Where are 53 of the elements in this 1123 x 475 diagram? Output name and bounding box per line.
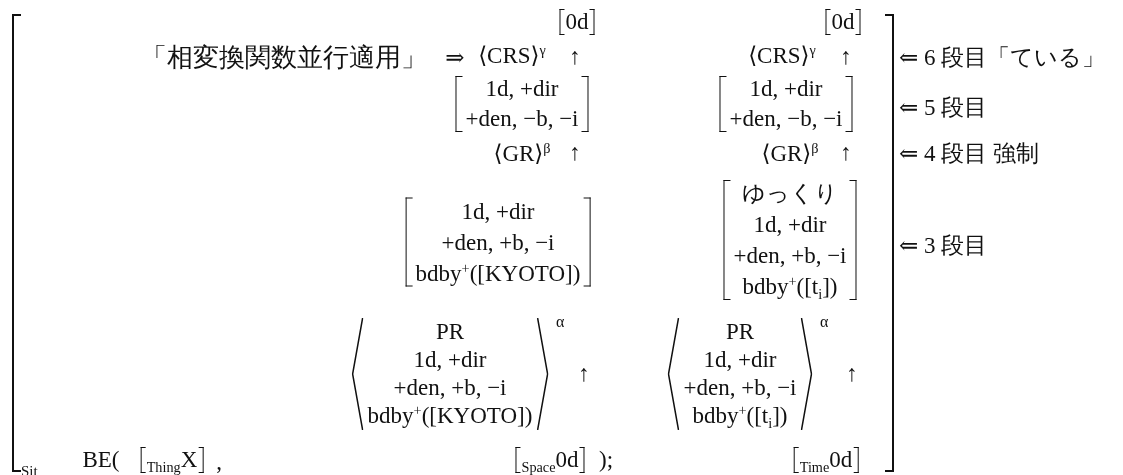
bracket-matrix bbox=[140, 445, 204, 475]
superscript-text: α bbox=[556, 312, 565, 332]
feature-text: 0d bbox=[565, 8, 589, 36]
feature-text: +den, −b, −i bbox=[729, 105, 843, 133]
formula-text: ⟨CRS⟩$^{γ}$ bbox=[748, 42, 816, 68]
formula-text: ↑ bbox=[578, 361, 590, 386]
bracket-matrix bbox=[719, 74, 853, 134]
feature-text: PR bbox=[725, 318, 755, 346]
feature-text: ゆっくり bbox=[742, 180, 838, 208]
formula-text: ⇐ 6 段目「ている」 bbox=[899, 44, 1106, 70]
formula-text: BE( bbox=[82, 447, 120, 472]
feature-text: +den, +b, −i bbox=[393, 374, 507, 402]
feature-text: $_{Thing}$X bbox=[146, 446, 198, 475]
feature-text: bdby$^{+}$([t$_{i}$]) bbox=[692, 402, 788, 430]
feature-text: 1d, +dir bbox=[749, 75, 823, 103]
formula-text: , bbox=[216, 449, 222, 474]
feature-text: +den, +b, −i bbox=[683, 374, 797, 402]
feature-text: PR bbox=[435, 318, 465, 346]
feature-text: 1d, +dir bbox=[413, 346, 487, 374]
feature-text: 0d bbox=[831, 8, 855, 36]
feature-text: $_{Space}$0d bbox=[521, 446, 579, 475]
feature-text: $_{Time}$0d bbox=[799, 446, 853, 475]
bracket-matrix bbox=[825, 7, 861, 37]
feature-text: bdby$^{+}$([t$_{i}$]) bbox=[742, 272, 838, 302]
bracket-matrix bbox=[515, 445, 585, 475]
formula-text: ⟨GR⟩$^{β}$ bbox=[493, 140, 551, 166]
feature-text: 1d, +dir bbox=[461, 197, 535, 226]
feature-text: 1d, +dir bbox=[485, 75, 559, 103]
feature-text: bdby$^{+}$([KYOTO]) bbox=[367, 402, 533, 430]
formula-text: ⟨GR⟩$^{β}$ bbox=[761, 140, 819, 166]
bracket-matrix bbox=[793, 445, 859, 475]
formula-text: ⇐ 5 段目 bbox=[899, 94, 988, 120]
formula-text: ↑ bbox=[569, 44, 581, 69]
bracket-matrix bbox=[455, 74, 589, 134]
feature-text: 1d, +dir bbox=[753, 211, 827, 239]
bracket-matrix bbox=[723, 178, 857, 302]
feature-text: 1d, +dir bbox=[703, 346, 777, 374]
formula-text: ↑ bbox=[840, 140, 852, 165]
formula-text: ⇐ 4 段目 強制 bbox=[899, 140, 1040, 166]
formula-text: ↑ bbox=[840, 44, 852, 69]
superscript-text: α bbox=[820, 312, 829, 332]
formula-text: ); bbox=[598, 447, 614, 472]
feature-text: bdby$^{+}$([KYOTO]) bbox=[415, 258, 581, 288]
formula-text: ↑ bbox=[569, 140, 581, 165]
feature-text: +den, +b, −i bbox=[733, 242, 847, 270]
formula-text: 「相変換関数並行適用」 bbox=[141, 42, 427, 72]
feature-text: +den, +b, −i bbox=[441, 228, 555, 257]
formula-text: ⇒ bbox=[445, 44, 465, 70]
formula-text: ↑ bbox=[846, 361, 858, 386]
feature-text: +den, −b, −i bbox=[465, 105, 579, 133]
bracket-matrix bbox=[559, 7, 595, 37]
formula-text: ⇐ 3 段目 bbox=[899, 232, 988, 258]
formula-text: ⟨CRS⟩$^{γ}$ bbox=[478, 42, 546, 68]
